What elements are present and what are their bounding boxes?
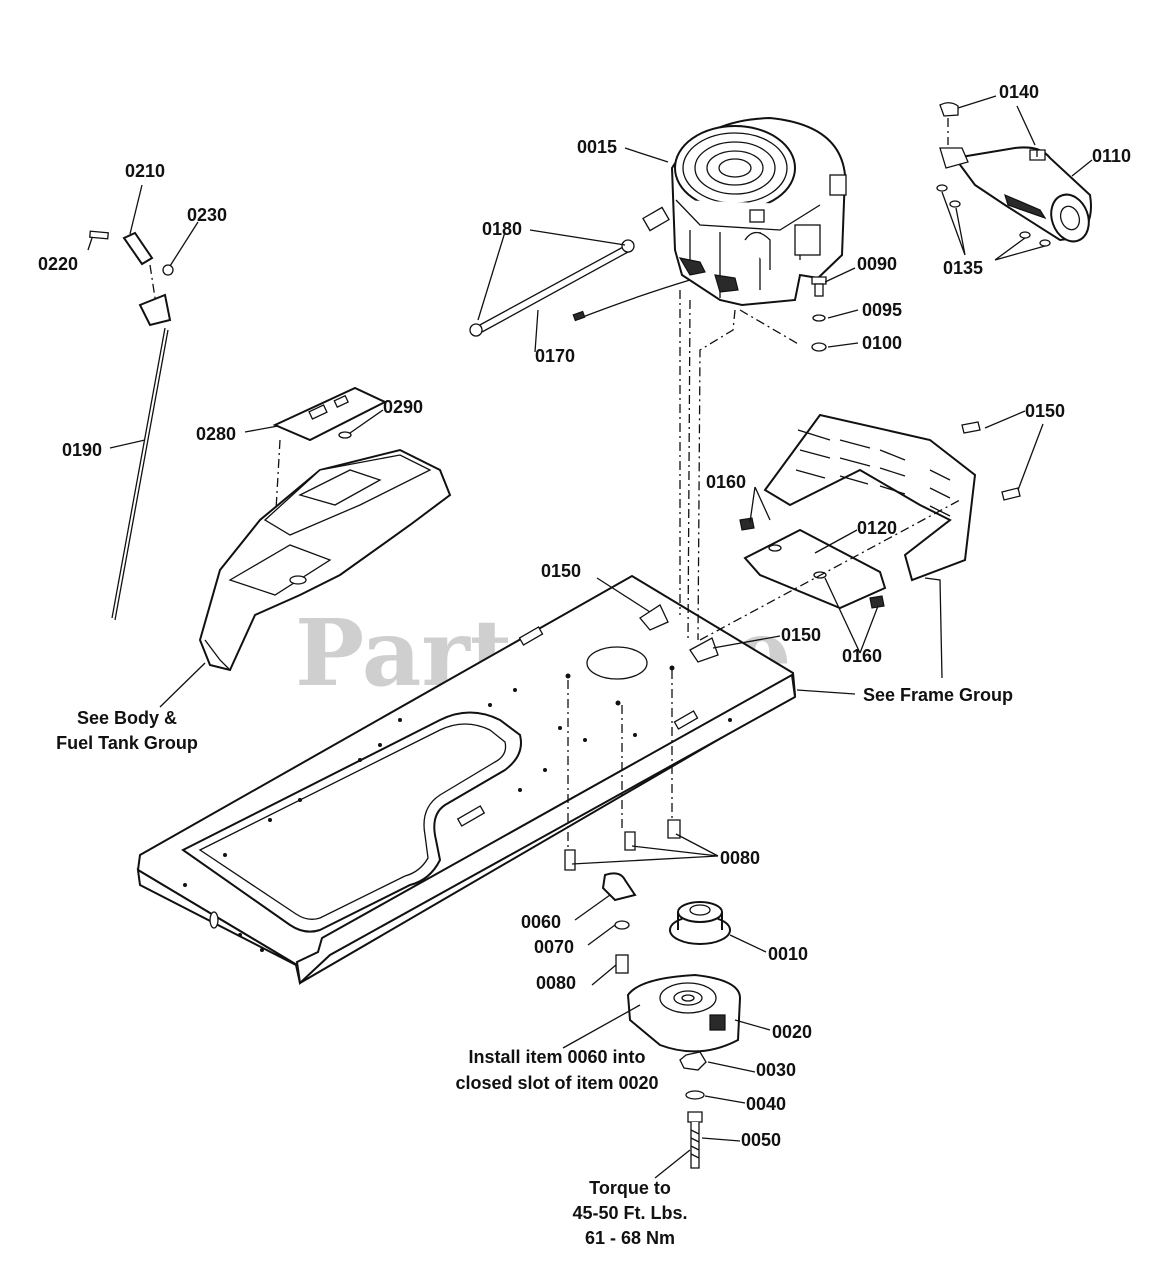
label-0160-bottom: 0160 [842, 646, 882, 666]
label-0140: 0140 [999, 82, 1039, 102]
label-0100: 0100 [862, 333, 902, 353]
label-0030: 0030 [756, 1060, 796, 1080]
notes: See Body & Fuel Tank Group See Frame Gro… [56, 685, 1013, 1248]
engine [670, 116, 847, 307]
label-0090: 0090 [857, 254, 897, 274]
label-0150-frame-right: 0150 [781, 625, 821, 645]
throttle-cable [469, 206, 691, 337]
label-0015: 0015 [577, 137, 617, 157]
heat-shield [639, 413, 1021, 663]
label-0210: 0210 [125, 161, 165, 181]
note-torque-line3: 61 - 68 Nm [585, 1228, 675, 1248]
label-0160-top: 0160 [706, 472, 746, 492]
label-0010: 0010 [768, 944, 808, 964]
label-0080-bolts: 0080 [720, 848, 760, 868]
engine-hardware [811, 276, 827, 352]
dash-body [198, 386, 452, 672]
label-0170: 0170 [535, 346, 575, 366]
note-torque-line1: Torque to [589, 1178, 671, 1198]
pto-assembly [564, 819, 742, 1169]
note-install-line1: Install item 0060 into [468, 1047, 645, 1067]
note-torque-line2: 45-50 Ft. Lbs. [572, 1203, 687, 1223]
label-0020: 0020 [772, 1022, 812, 1042]
label-0070: 0070 [534, 937, 574, 957]
part-labels: 0015 0180 0170 0090 0095 0100 0140 0110 … [38, 82, 1131, 1150]
label-0080-single: 0080 [536, 973, 576, 993]
note-body-group-line2: Fuel Tank Group [56, 733, 198, 753]
label-0190: 0190 [62, 440, 102, 460]
label-0280: 0280 [196, 424, 236, 444]
label-0230: 0230 [187, 205, 227, 225]
throttle-control [89, 230, 174, 621]
leader-lines [87, 95, 1093, 1179]
label-0050: 0050 [741, 1130, 781, 1150]
note-body-group-line1: See Body & [77, 708, 177, 728]
muffler [936, 102, 1092, 247]
label-0095: 0095 [862, 300, 902, 320]
frame-chassis [136, 574, 797, 986]
label-0180: 0180 [482, 219, 522, 239]
label-0135: 0135 [943, 258, 983, 278]
label-0150-heat-shield: 0150 [1025, 401, 1065, 421]
label-0220: 0220 [38, 254, 78, 274]
note-install-line2: closed slot of item 0020 [455, 1073, 658, 1093]
label-0120: 0120 [857, 518, 897, 538]
label-0290: 0290 [383, 397, 423, 417]
label-0150-frame-left: 0150 [541, 561, 581, 581]
label-0060: 0060 [521, 912, 561, 932]
label-0040: 0040 [746, 1094, 786, 1114]
label-0110: 0110 [1092, 146, 1131, 166]
note-frame-group: See Frame Group [863, 685, 1013, 705]
